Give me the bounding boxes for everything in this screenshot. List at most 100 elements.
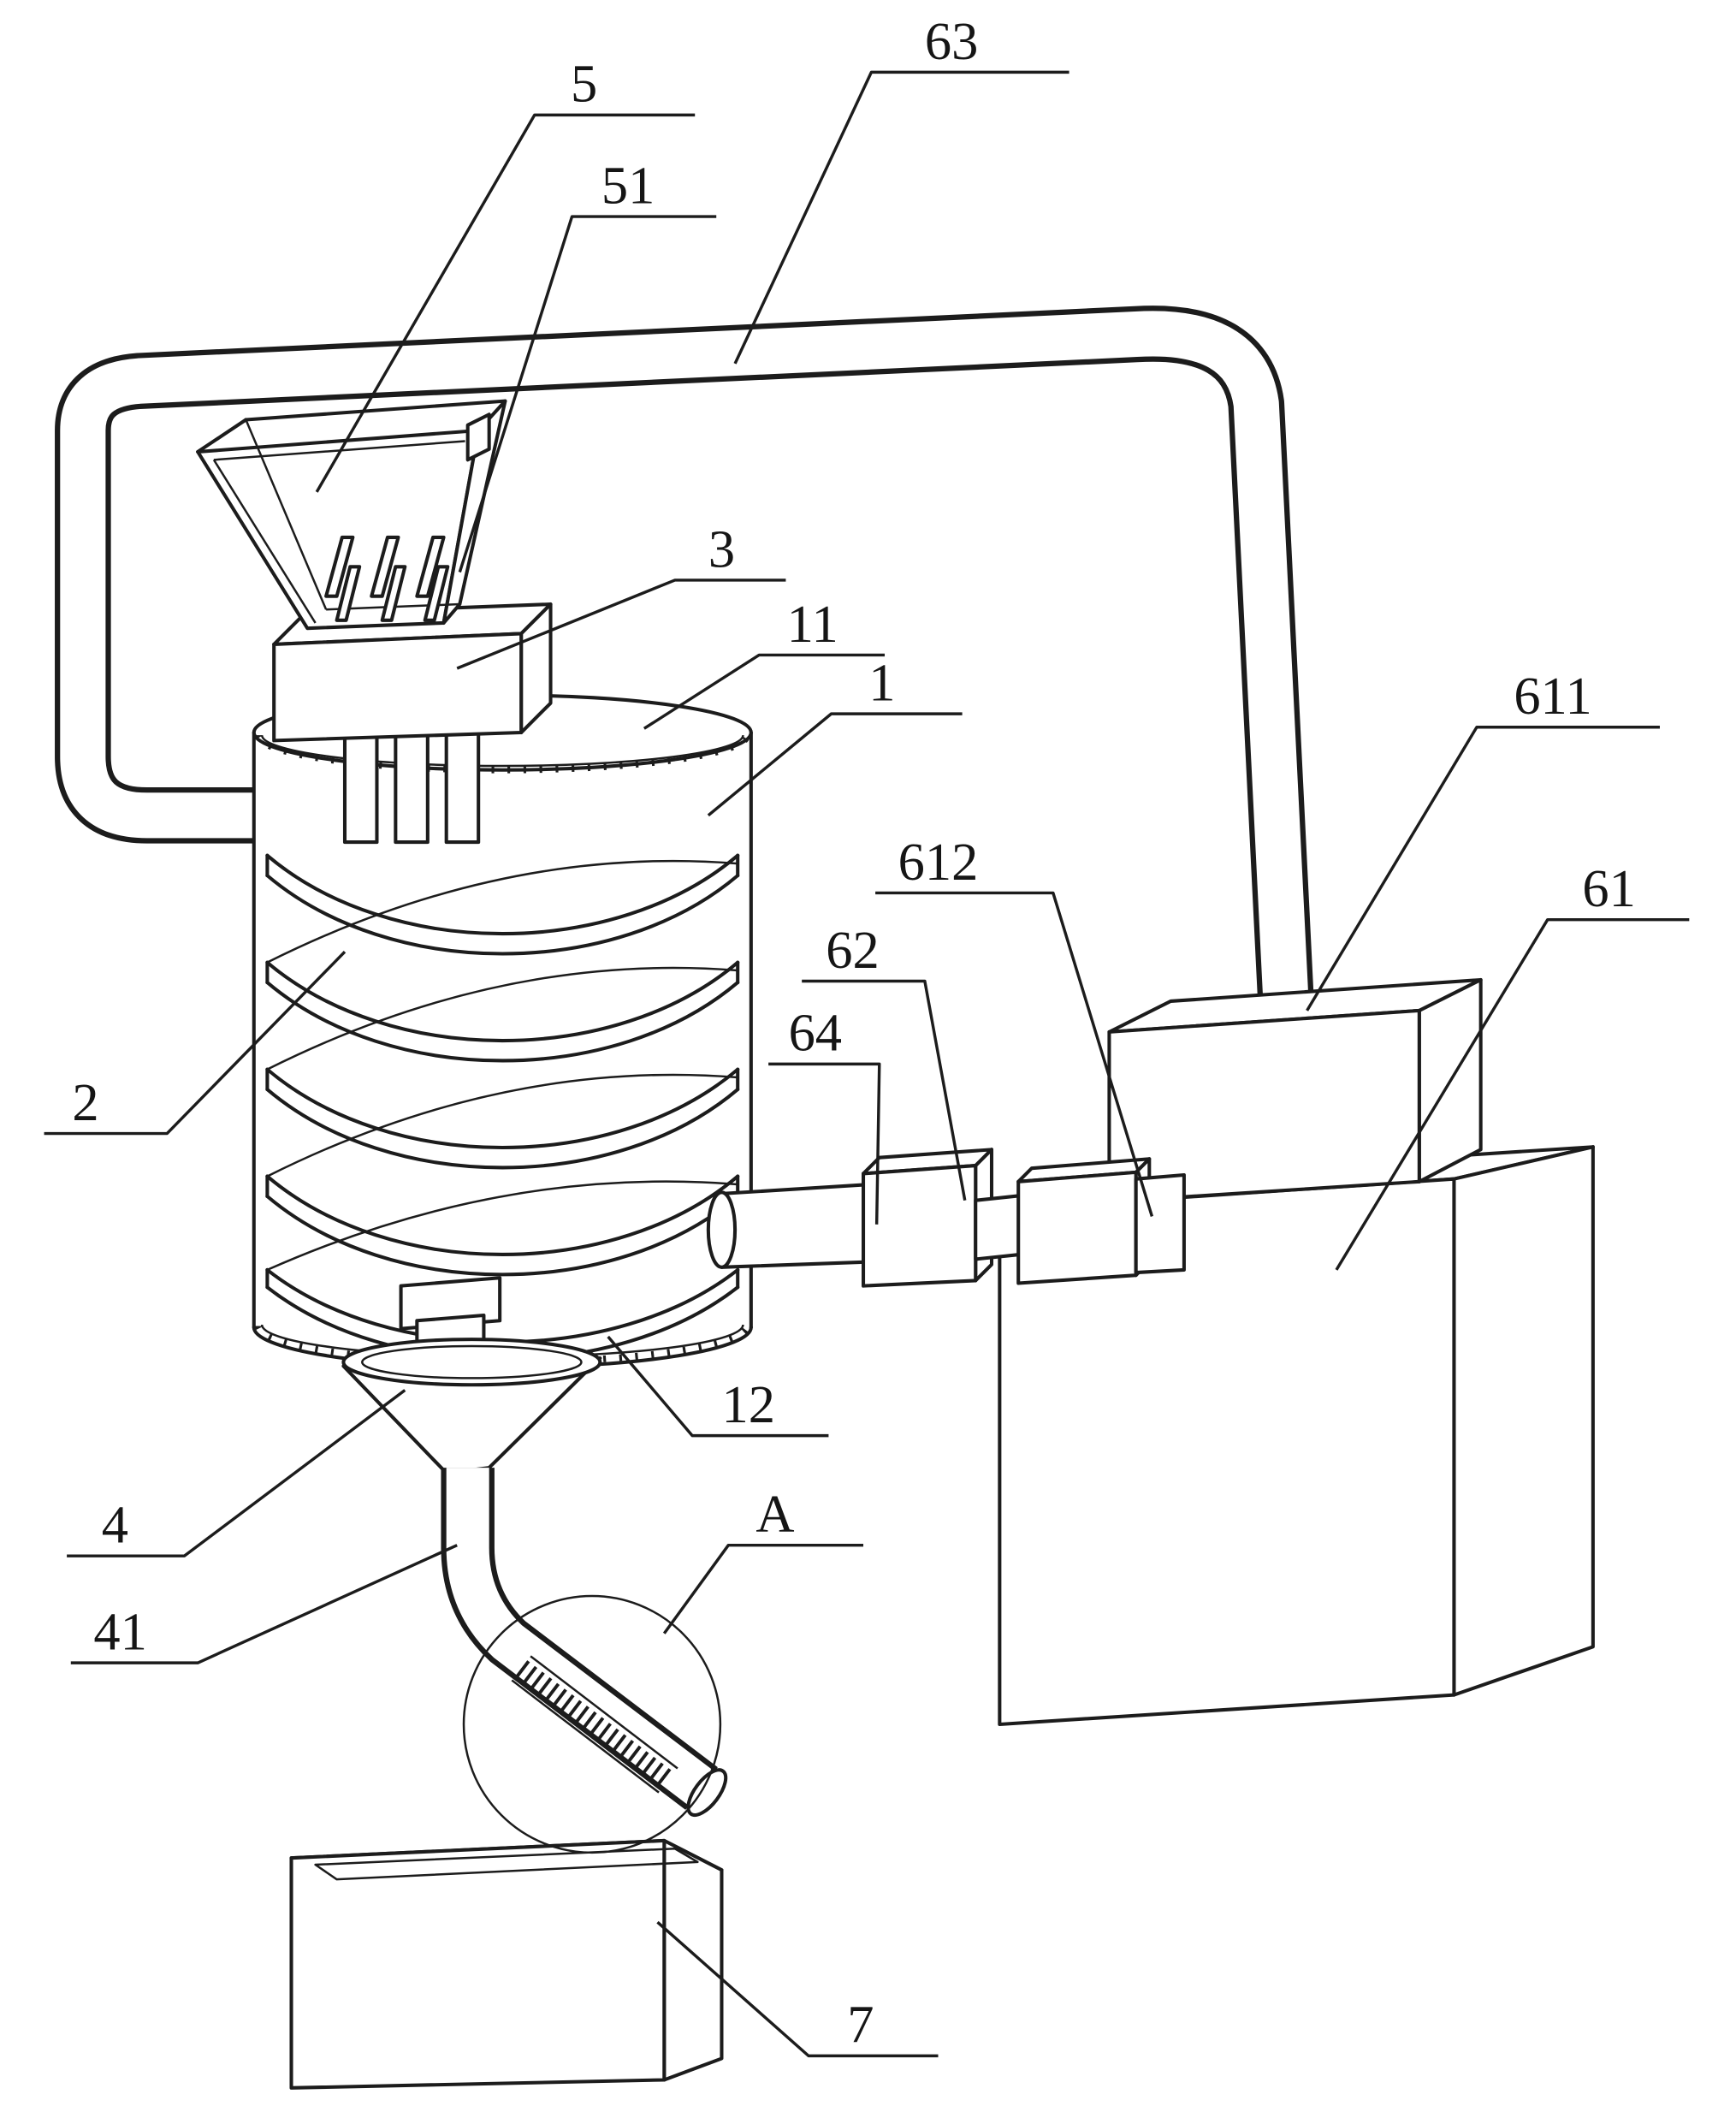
label-text-64: 64: [789, 1003, 842, 1063]
blade-51: [370, 535, 400, 598]
pipe-63-body: [60, 311, 1309, 998]
blade-51: [415, 535, 446, 598]
label-7: 7: [656, 1920, 939, 2058]
label-2: 2: [44, 950, 347, 1136]
crushing-blades-51: [324, 535, 450, 622]
label-text-12: 12: [721, 1374, 774, 1434]
collection-box-7: [289, 1838, 724, 2090]
blade-51: [324, 535, 355, 598]
label-3: 3: [456, 519, 786, 670]
funnel-4: [341, 1338, 602, 1475]
label-text-A: A: [755, 1484, 794, 1544]
label-text-611: 611: [1514, 666, 1591, 726]
label-text-1: 1: [868, 653, 895, 713]
label-A: A: [662, 1484, 864, 1634]
label-41: 41: [70, 1544, 458, 1664]
blade-51: [423, 565, 450, 622]
leader-line-62: [802, 979, 967, 1201]
leader-line-51: [458, 215, 717, 573]
hanger-plate: [394, 727, 430, 845]
label-5: 5: [315, 54, 696, 493]
leader-line-11: [643, 653, 886, 730]
feed-box-front-face: [272, 632, 524, 743]
label-text-4: 4: [102, 1495, 128, 1555]
hopper-left-rim: [196, 418, 248, 454]
spiral-front-strand: [265, 1174, 740, 1256]
leader-line-61: [1335, 917, 1690, 1271]
stub-pipe-end: [706, 1190, 738, 1269]
spiral-front-strand: [265, 960, 740, 1043]
pipe-41-mouth: [686, 1768, 728, 1818]
spiral-back-strand: [266, 1073, 738, 1178]
blade-51: [335, 565, 362, 622]
label-text-63: 63: [925, 11, 978, 71]
blade-51: [380, 565, 407, 622]
label-text-41: 41: [93, 1602, 146, 1662]
hopper-inner-left-slant: [212, 459, 317, 624]
detail-circle-A: [462, 1594, 722, 1854]
screen-mesh-hatch: [515, 1660, 675, 1789]
box-7-front-face: [289, 1838, 667, 2090]
leader-line-12: [607, 1335, 829, 1438]
funnel-top-inner-rim: [361, 1344, 583, 1379]
leader-line-611: [1306, 726, 1660, 1012]
leader-line-2: [44, 950, 347, 1136]
label-text-2: 2: [72, 1072, 98, 1132]
flange-612-front-face: [1016, 1170, 1138, 1285]
spiral-front-strand: [265, 1194, 740, 1277]
label-text-61: 61: [1582, 858, 1635, 918]
connector-assembly: [706, 1148, 1186, 1288]
label-text-62: 62: [826, 920, 879, 980]
spiral-back-strand: [266, 966, 738, 1071]
box-611-front-face: [1107, 1008, 1421, 1204]
agitator-hanger-plates: [342, 725, 481, 845]
screen-upper-edge: [530, 1655, 678, 1770]
leader-line-612: [875, 891, 1154, 1217]
spiral-back-strand: [266, 859, 738, 964]
box-61-right-face: [1452, 1145, 1595, 1697]
coupling-64-front-face: [862, 1164, 978, 1288]
hanger-plate: [342, 730, 379, 845]
label-62: 62: [802, 920, 967, 1201]
return-pipe-63: [55, 306, 1314, 998]
label-text-51: 51: [601, 155, 655, 215]
label-4: 4: [67, 1389, 406, 1557]
label-text-11: 11: [787, 594, 838, 654]
label-text-5: 5: [571, 54, 597, 114]
labels: 63 5 51 3 11 1 611 612: [44, 11, 1690, 2058]
leader-line-3: [456, 578, 786, 670]
hopper-rim-tab: [465, 412, 491, 462]
leader-line-4: [67, 1389, 406, 1557]
spiral-front-strand: [265, 1067, 740, 1150]
label-11: 11: [643, 594, 886, 730]
label-text-612: 612: [898, 832, 979, 892]
tank-side-stub-pipe: [720, 1182, 874, 1269]
label-61: 61: [1335, 858, 1690, 1271]
spiral-front-strand: [265, 981, 740, 1063]
hopper-back-left-slant: [245, 419, 328, 610]
label-612: 612: [875, 832, 1154, 1217]
leader-line-7: [656, 1920, 939, 2058]
discharge-pipe-41: [441, 1468, 728, 1818]
label-text-3: 3: [708, 519, 735, 578]
tank-lid-flange-ticks: [254, 734, 751, 774]
pipe-41-body: [446, 1468, 715, 1806]
label-1: 1: [707, 653, 963, 817]
label-63: 63: [733, 11, 1069, 365]
label-text-7: 7: [847, 1995, 874, 2055]
label-51: 51: [458, 155, 717, 573]
label-12: 12: [607, 1335, 829, 1438]
tank-body-fill: [253, 733, 751, 1367]
leader-line-A: [662, 1543, 864, 1634]
leader-line-64: [768, 1062, 881, 1225]
tank-1: [252, 693, 753, 1369]
control-box-611: [1107, 977, 1483, 1204]
box-7-right-face: [662, 1838, 724, 2082]
leader-line-1: [707, 712, 963, 817]
funnel-top-rim: [341, 1338, 602, 1387]
hopper-5: [196, 399, 507, 631]
spiral-back-strand: [266, 1180, 738, 1272]
label-64: 64: [768, 1003, 881, 1225]
